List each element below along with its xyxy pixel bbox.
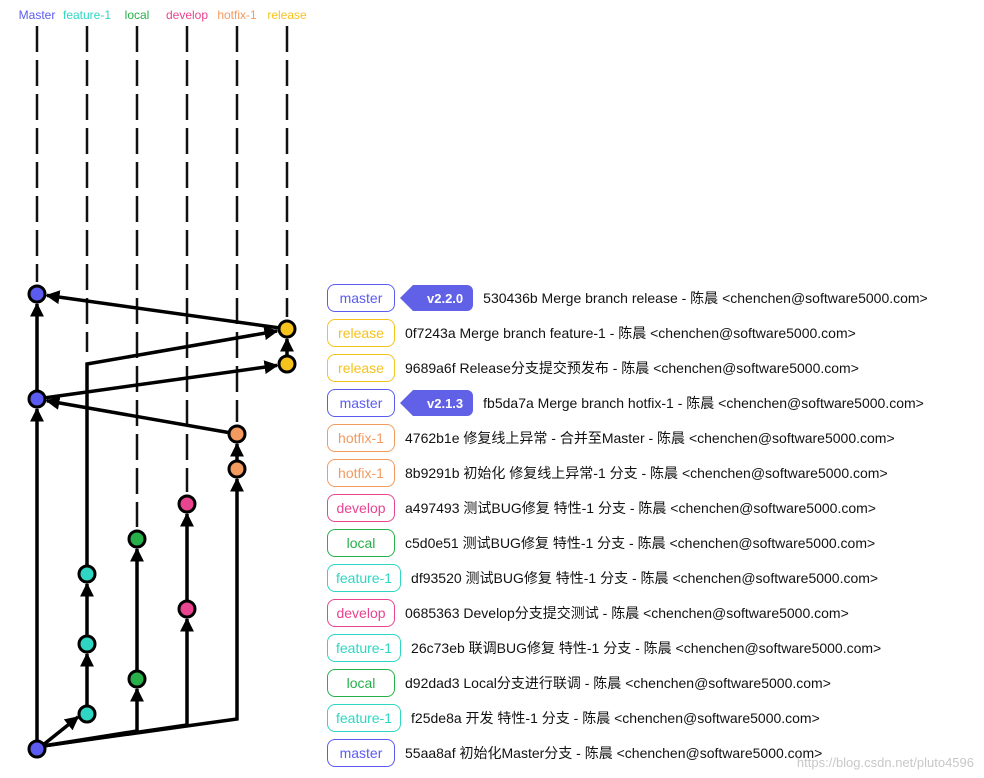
- watermark: https://blog.csdn.net/pluto4596: [796, 755, 974, 770]
- commit-message: 26c73eb 联调BUG修复 特性-1 分支 - 陈晨 <chenchen@s…: [411, 640, 882, 656]
- branch-badge: release: [327, 354, 395, 382]
- commit-node-master[interactable]: [27, 284, 47, 304]
- commit-row[interactable]: hotfix-1 4762b1e 修复线上异常 - 合并至Master - 陈晨 …: [327, 424, 895, 452]
- branch-badge: master: [327, 739, 395, 767]
- branch-badge: release: [327, 319, 395, 347]
- lane-label-local: local: [124, 8, 150, 22]
- commit-message: a497493 测试BUG修复 特性-1 分支 - 陈晨 <chenchen@s…: [405, 500, 876, 516]
- commit-message: 530436b Merge branch release - 陈晨 <chenc…: [483, 290, 928, 306]
- commit-row[interactable]: feature-1 26c73eb 联调BUG修复 特性-1 分支 - 陈晨 <c…: [327, 634, 881, 662]
- commit-row[interactable]: hotfix-1 8b9291b 初始化 修复线上异常-1 分支 - 陈晨 <ch…: [327, 459, 888, 487]
- commit-node-release[interactable]: [277, 354, 297, 374]
- commit-node-release[interactable]: [277, 319, 297, 339]
- commit-node-develop[interactable]: [177, 494, 197, 514]
- commit-node-hotfix-1[interactable]: [227, 424, 247, 444]
- commit-node-feature-1[interactable]: [77, 704, 97, 724]
- commit-node-feature-1[interactable]: [77, 634, 97, 654]
- commit-row[interactable]: feature-1 df93520 测试BUG修复 特性-1 分支 - 陈晨 <c…: [327, 564, 878, 592]
- commit-edge: [42, 477, 244, 748]
- commit-message: df93520 测试BUG修复 特性-1 分支 - 陈晨 <chenchen@s…: [411, 570, 879, 586]
- commit-row[interactable]: feature-1 f25de8a 开发 特性-1 分支 - 陈晨 <chench…: [327, 704, 820, 732]
- commit-message: 0685363 Develop分支提交测试 - 陈晨 <chenchen@sof…: [405, 605, 849, 621]
- commit-message: 0f7243a Merge branch feature-1 - 陈晨 <che…: [405, 325, 856, 341]
- commit-node-master[interactable]: [27, 739, 47, 759]
- commit-edge: [44, 360, 279, 400]
- commit-message: 8b9291b 初始化 修复线上异常-1 分支 - 陈晨 <chenchen@s…: [405, 465, 888, 481]
- commit-row[interactable]: release 0f7243a Merge branch feature-1 - …: [327, 319, 856, 347]
- commit-node-feature-1[interactable]: [77, 564, 97, 584]
- commit-edge: [85, 326, 279, 566]
- lane-label-feature-1: feature-1: [62, 8, 112, 22]
- commit-node-hotfix-1[interactable]: [227, 459, 247, 479]
- commit-nodes: [27, 284, 297, 759]
- commit-node-develop[interactable]: [177, 599, 197, 619]
- commit-message: 4762b1e 修复线上异常 - 合并至Master - 陈晨 <chenche…: [405, 430, 895, 446]
- commit-row[interactable]: master 55aa8af 初始化Master分支 - 陈晨 <chenchen…: [327, 739, 822, 767]
- version-tag: v2.2.0: [399, 285, 474, 311]
- commit-node-master[interactable]: [27, 389, 47, 409]
- commit-node-local[interactable]: [127, 529, 147, 549]
- lane-label-hotfix-1: hotfix-1: [217, 8, 257, 22]
- commit-node-local[interactable]: [127, 669, 147, 689]
- commit-edge: [45, 290, 280, 330]
- commit-row[interactable]: local c5d0e51 测试BUG修复 特性-1 分支 - 陈晨 <chenc…: [327, 529, 875, 557]
- lane-label-release: release: [267, 8, 307, 22]
- branch-badge: feature-1: [327, 564, 402, 592]
- branch-badge: hotfix-1: [327, 459, 395, 487]
- commit-message: fb5da7a Merge branch hotfix-1 - 陈晨 <chen…: [483, 395, 924, 411]
- commit-message: 9689a6f Release分支提交预发布 - 陈晨 <chenchen@so…: [405, 360, 859, 376]
- commit-message: f25de8a 开发 特性-1 分支 - 陈晨 <chenchen@softwa…: [411, 710, 820, 726]
- branch-badge: master: [327, 389, 395, 417]
- branch-badge: local: [327, 669, 395, 697]
- branch-badge: develop: [327, 599, 395, 627]
- branch-badge: feature-1: [327, 704, 402, 732]
- branch-badge: local: [327, 529, 395, 557]
- commit-row[interactable]: develop a497493 测试BUG修复 特性-1 分支 - 陈晨 <che…: [327, 494, 876, 522]
- branch-badge: develop: [327, 494, 395, 522]
- lane-label-master: Master: [18, 8, 56, 22]
- commit-row[interactable]: local d92dad3 Local分支进行联调 - 陈晨 <chenchen@…: [327, 669, 831, 697]
- branch-badge: hotfix-1: [327, 424, 395, 452]
- commit-row[interactable]: develop 0685363 Develop分支提交测试 - 陈晨 <chenc…: [327, 599, 849, 627]
- commit-message: d92dad3 Local分支进行联调 - 陈晨 <chenchen@softw…: [405, 675, 831, 691]
- commit-edges: [30, 290, 294, 748]
- branch-badge: master: [327, 284, 395, 312]
- branch-lane-guides: [35, 26, 289, 527]
- commit-message: c5d0e51 测试BUG修复 特性-1 分支 - 陈晨 <chenchen@s…: [405, 535, 876, 551]
- lane-label-develop: develop: [165, 8, 209, 22]
- version-tag: v2.1.3: [399, 390, 474, 416]
- commit-edge: [45, 396, 230, 435]
- commit-row[interactable]: release 9689a6f Release分支提交预发布 - 陈晨 <chen…: [327, 354, 859, 382]
- commit-message: 55aa8af 初始化Master分支 - 陈晨 <chenchen@softw…: [405, 745, 823, 761]
- branch-badge: feature-1: [327, 634, 402, 662]
- commit-edge: [41, 715, 80, 747]
